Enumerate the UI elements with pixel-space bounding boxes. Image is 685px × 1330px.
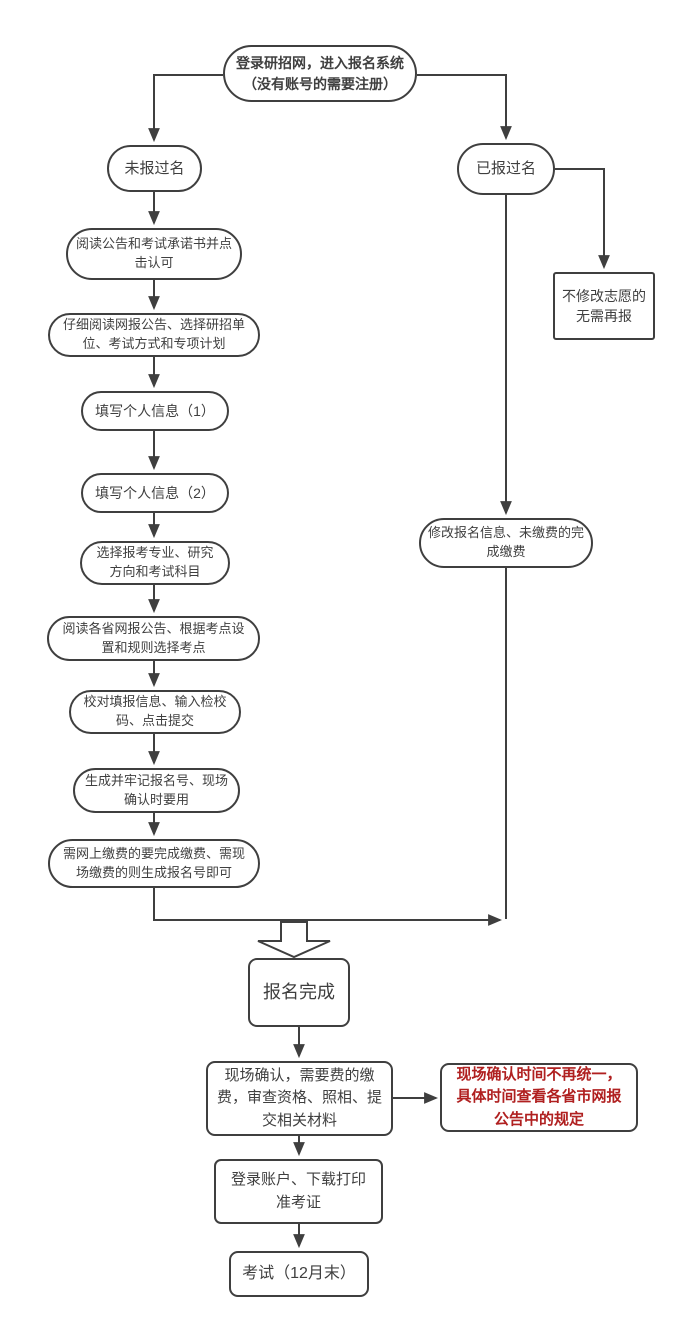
node-text-line: 置和规则选择考点 xyxy=(101,639,206,655)
node-print-ticket: 登录账户、下载打印 准考证 xyxy=(214,1159,383,1224)
node-text-line: 击认可 xyxy=(134,255,174,270)
node-text-line: 填写个人信息（1） xyxy=(95,402,215,419)
node-text-line: 修改报名信息、未缴费的完 xyxy=(427,525,584,541)
node-registered: 已报过名 xyxy=(457,143,555,195)
node-text-line: 具体时间查看各省市网报 xyxy=(456,1088,622,1106)
node-text-line: 现场确认时间不再统一， xyxy=(456,1065,622,1083)
node-text-line: 方向和考试科目 xyxy=(109,564,201,579)
node-login-start: 登录研招网，进入报名系统 （没有账号的需要注册） xyxy=(223,45,417,102)
node-text-line: 未报过名 xyxy=(124,159,185,177)
node-personal-info-2: 填写个人信息（2） xyxy=(81,473,229,513)
node-text-line: 已报过名 xyxy=(475,160,536,178)
node-text-line: 需网上缴费的要完成缴费、需现 xyxy=(62,845,245,861)
node-text-line: 登录研招网，进入报名系统 xyxy=(236,55,404,72)
connector-start-to-registered xyxy=(417,74,512,141)
node-choose-major: 选择报考专业、研究 方向和考试科目 xyxy=(80,541,230,585)
node-text-line: 交相关材料 xyxy=(261,1111,337,1129)
node-text-line: 准考证 xyxy=(275,1193,321,1211)
connector-left-chain-to-junction xyxy=(153,888,503,926)
node-text-line: 无需再报 xyxy=(576,308,632,324)
node-province-notice: 阅读各省网报公告、根据考点设 置和规则选择考点 xyxy=(47,616,260,661)
node-onsite-note: 现场确认时间不再统一， 具体时间查看各省市网报 公告中的规定 xyxy=(440,1063,638,1132)
node-text-line: 不修改志愿的 xyxy=(562,287,646,304)
node-not-registered: 未报过名 xyxy=(107,145,202,192)
big-down-arrow xyxy=(257,921,331,959)
node-text-line: 场缴费的则生成报名号即可 xyxy=(75,864,232,880)
node-text-line: 费，审查资格、照相、提 xyxy=(216,1089,382,1107)
node-reg-complete: 报名完成 xyxy=(248,958,350,1027)
node-exam: 考试（12月末） xyxy=(229,1251,369,1297)
node-verify-submit: 校对填报信息、输入检校 码、点击提交 xyxy=(69,690,241,734)
node-text-line: （没有账号的需要注册） xyxy=(243,75,397,92)
node-reg-number: 生成并牢记报名号、现场 确认时要用 xyxy=(73,768,240,813)
node-read-online-notice: 仔细阅读网报公告、选择研招单 位、考试方式和专项计划 xyxy=(48,313,260,357)
node-text-line: 码、点击提交 xyxy=(115,713,194,728)
node-text-line: 确认时要用 xyxy=(123,791,189,807)
node-pay-fee: 需网上缴费的要完成缴费、需现 场缴费的则生成报名号即可 xyxy=(48,839,260,888)
node-text-line: 报名完成 xyxy=(263,982,335,1003)
connector-registered-to-no-modify xyxy=(555,168,610,270)
node-text-line: 阅读各省网报公告、根据考点设 xyxy=(62,620,245,636)
node-text-line: 考试（12月末） xyxy=(242,1265,356,1283)
node-text-line: 登录账户、下载打印 xyxy=(230,1171,366,1188)
node-modify-info: 修改报名信息、未缴费的完 成缴费 xyxy=(419,518,593,568)
node-text-line: 位、考试方式和专项计划 xyxy=(82,336,226,351)
node-text-line: 公告中的规定 xyxy=(493,1110,584,1128)
node-text-line: 生成并牢记报名号、现场 xyxy=(84,772,228,788)
node-read-notice: 阅读公告和考试承诺书并点 击认可 xyxy=(66,228,242,280)
node-text-line: 选择报考专业、研究 xyxy=(96,545,214,561)
node-text-line: 校对填报信息、输入检校 xyxy=(83,694,227,710)
node-no-modify-needed: 不修改志愿的 无需再报 xyxy=(553,272,655,340)
node-text-line: 填写个人信息（2） xyxy=(95,484,215,501)
node-text-line: 成缴费 xyxy=(486,544,526,559)
connector-start-to-not-registered xyxy=(148,74,223,143)
node-text-line: 现场确认，需要费的缴 xyxy=(224,1066,375,1084)
node-personal-info-1: 填写个人信息（1） xyxy=(81,391,229,431)
node-text-line: 阅读公告和考试承诺书并点 xyxy=(75,236,232,252)
node-onsite-confirm: 现场确认，需要费的缴 费，审查资格、照相、提 交相关材料 xyxy=(206,1061,393,1136)
node-text-line: 仔细阅读网报公告、选择研招单 xyxy=(62,317,245,333)
